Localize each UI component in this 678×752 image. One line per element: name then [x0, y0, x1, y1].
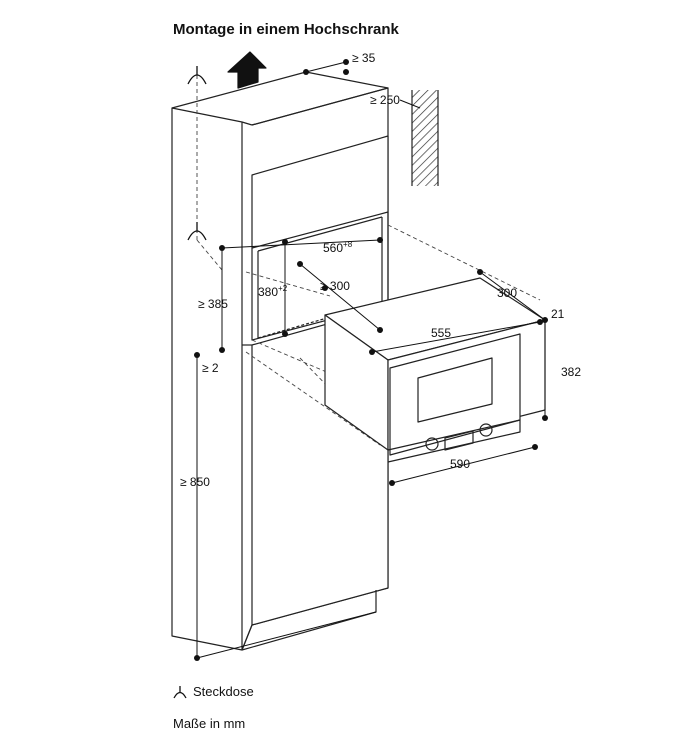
control-display — [444, 430, 474, 451]
legend-label: Steckdose — [193, 684, 254, 699]
dim-front-depth: 21 — [551, 307, 565, 321]
wall-hatch — [412, 90, 438, 186]
cabinet-side-panel — [171, 107, 243, 651]
up-arrow-icon — [227, 51, 267, 89]
dim-niche-height: 380+2 — [258, 284, 288, 299]
legend: Steckdose — [173, 684, 254, 699]
dim-appliance-depth: 300 — [497, 286, 517, 300]
dim-base-height: ≥ 385 — [198, 297, 228, 311]
page-title: Montage in einem Hochschrank — [173, 21, 399, 38]
dim-top-gap: ≥ 35 — [352, 51, 376, 65]
socket-symbol-icon — [173, 685, 187, 698]
dim-appliance-inner-width: 555 — [431, 326, 451, 340]
dim-appliance-height: 382 — [561, 365, 581, 379]
control-knob-left — [425, 437, 439, 451]
dim-rear-gap: ≥ 250 — [370, 93, 400, 107]
units-note: Maße in mm — [173, 716, 246, 731]
control-knob-right — [479, 423, 493, 437]
socket-symbol-icon — [187, 66, 207, 241]
dim-niche-depth: ≥ 300 — [320, 279, 350, 293]
dim-niche-width: 560+8 — [323, 240, 353, 255]
appliance-window — [417, 357, 493, 423]
dim-appliance-width: 590 — [450, 457, 470, 471]
upper-shelf — [251, 135, 389, 249]
dim-bottom-gap: ≥ 2 — [202, 361, 219, 375]
dim-floor-height: ≥ 850 — [180, 475, 210, 489]
